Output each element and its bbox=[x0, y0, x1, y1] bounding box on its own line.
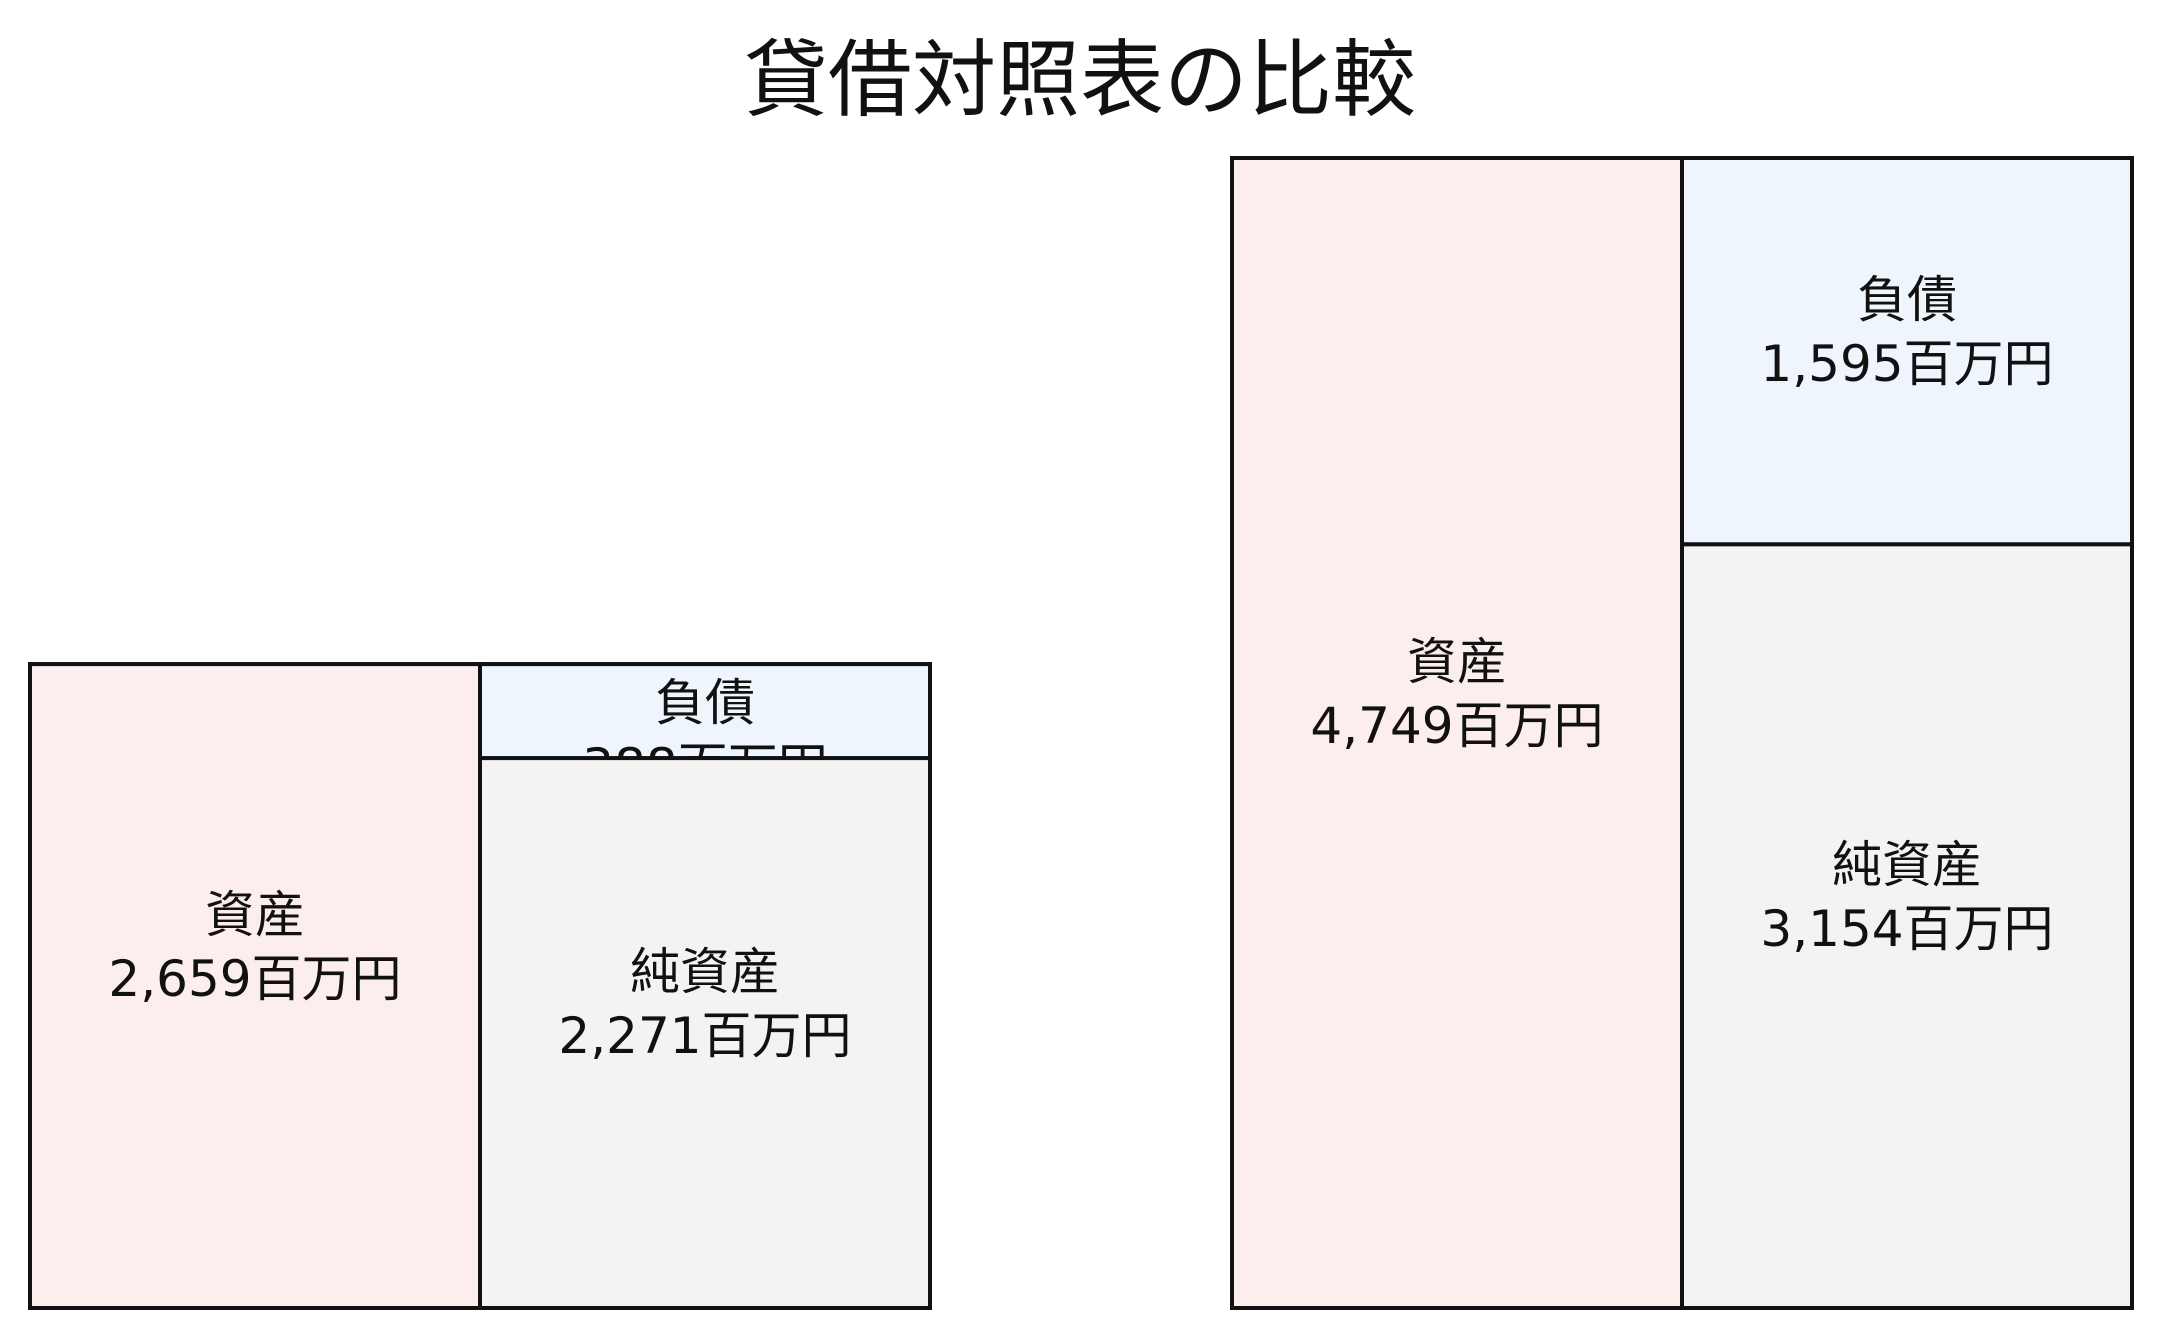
sheet-1-liabilities-label: 負債 388百万円 bbox=[582, 674, 827, 796]
sheet-2-liabilities-block bbox=[1680, 156, 2134, 547]
sheet-2-assets-label: 資産 4,749百万円 bbox=[1310, 633, 1603, 755]
sheet-1-net-assets-block bbox=[478, 756, 932, 1310]
sheet-1-liabilities-label-name: 負債 bbox=[655, 674, 755, 732]
sheet-1-liabilities-label-value: 388百万円 bbox=[582, 738, 827, 796]
sheet-2-assets-label-name: 資産 bbox=[1407, 633, 1507, 691]
sheet-1-net-assets-label-value: 2,271百万円 bbox=[558, 1007, 851, 1065]
sheet-1-assets-label-name: 資産 bbox=[205, 886, 305, 944]
sheet-2-liabilities-label: 負債 1,595百万円 bbox=[1760, 271, 2053, 393]
sheet-1-liabilities-block bbox=[478, 662, 932, 761]
sheet-2-net-assets-block bbox=[1680, 542, 2134, 1310]
sheet-2-net-assets-label-value: 3,154百万円 bbox=[1760, 900, 2053, 958]
sheet-2-liabilities-label-name: 負債 bbox=[1857, 271, 1957, 329]
sheet-1-assets-label-value: 2,659百万円 bbox=[108, 950, 401, 1008]
sheet-2-liabilities-label-value: 1,595百万円 bbox=[1760, 335, 2053, 393]
sheet-2-assets-label-value: 4,749百万円 bbox=[1310, 697, 1603, 755]
chart-title: 貸借対照表の比較 bbox=[743, 31, 1416, 129]
sheet-2-net-assets-label-name: 純資産 bbox=[1832, 836, 1982, 894]
sheet-1-assets-label: 資産 2,659百万円 bbox=[108, 886, 401, 1008]
sheet-1-net-assets-label: 純資産 2,271百万円 bbox=[558, 943, 851, 1065]
sheet-2-net-assets-label: 純資産 3,154百万円 bbox=[1760, 836, 2053, 958]
sheet-1-net-assets-label-name: 純資産 bbox=[630, 943, 780, 1001]
sheet-1-assets-block bbox=[28, 662, 482, 1310]
